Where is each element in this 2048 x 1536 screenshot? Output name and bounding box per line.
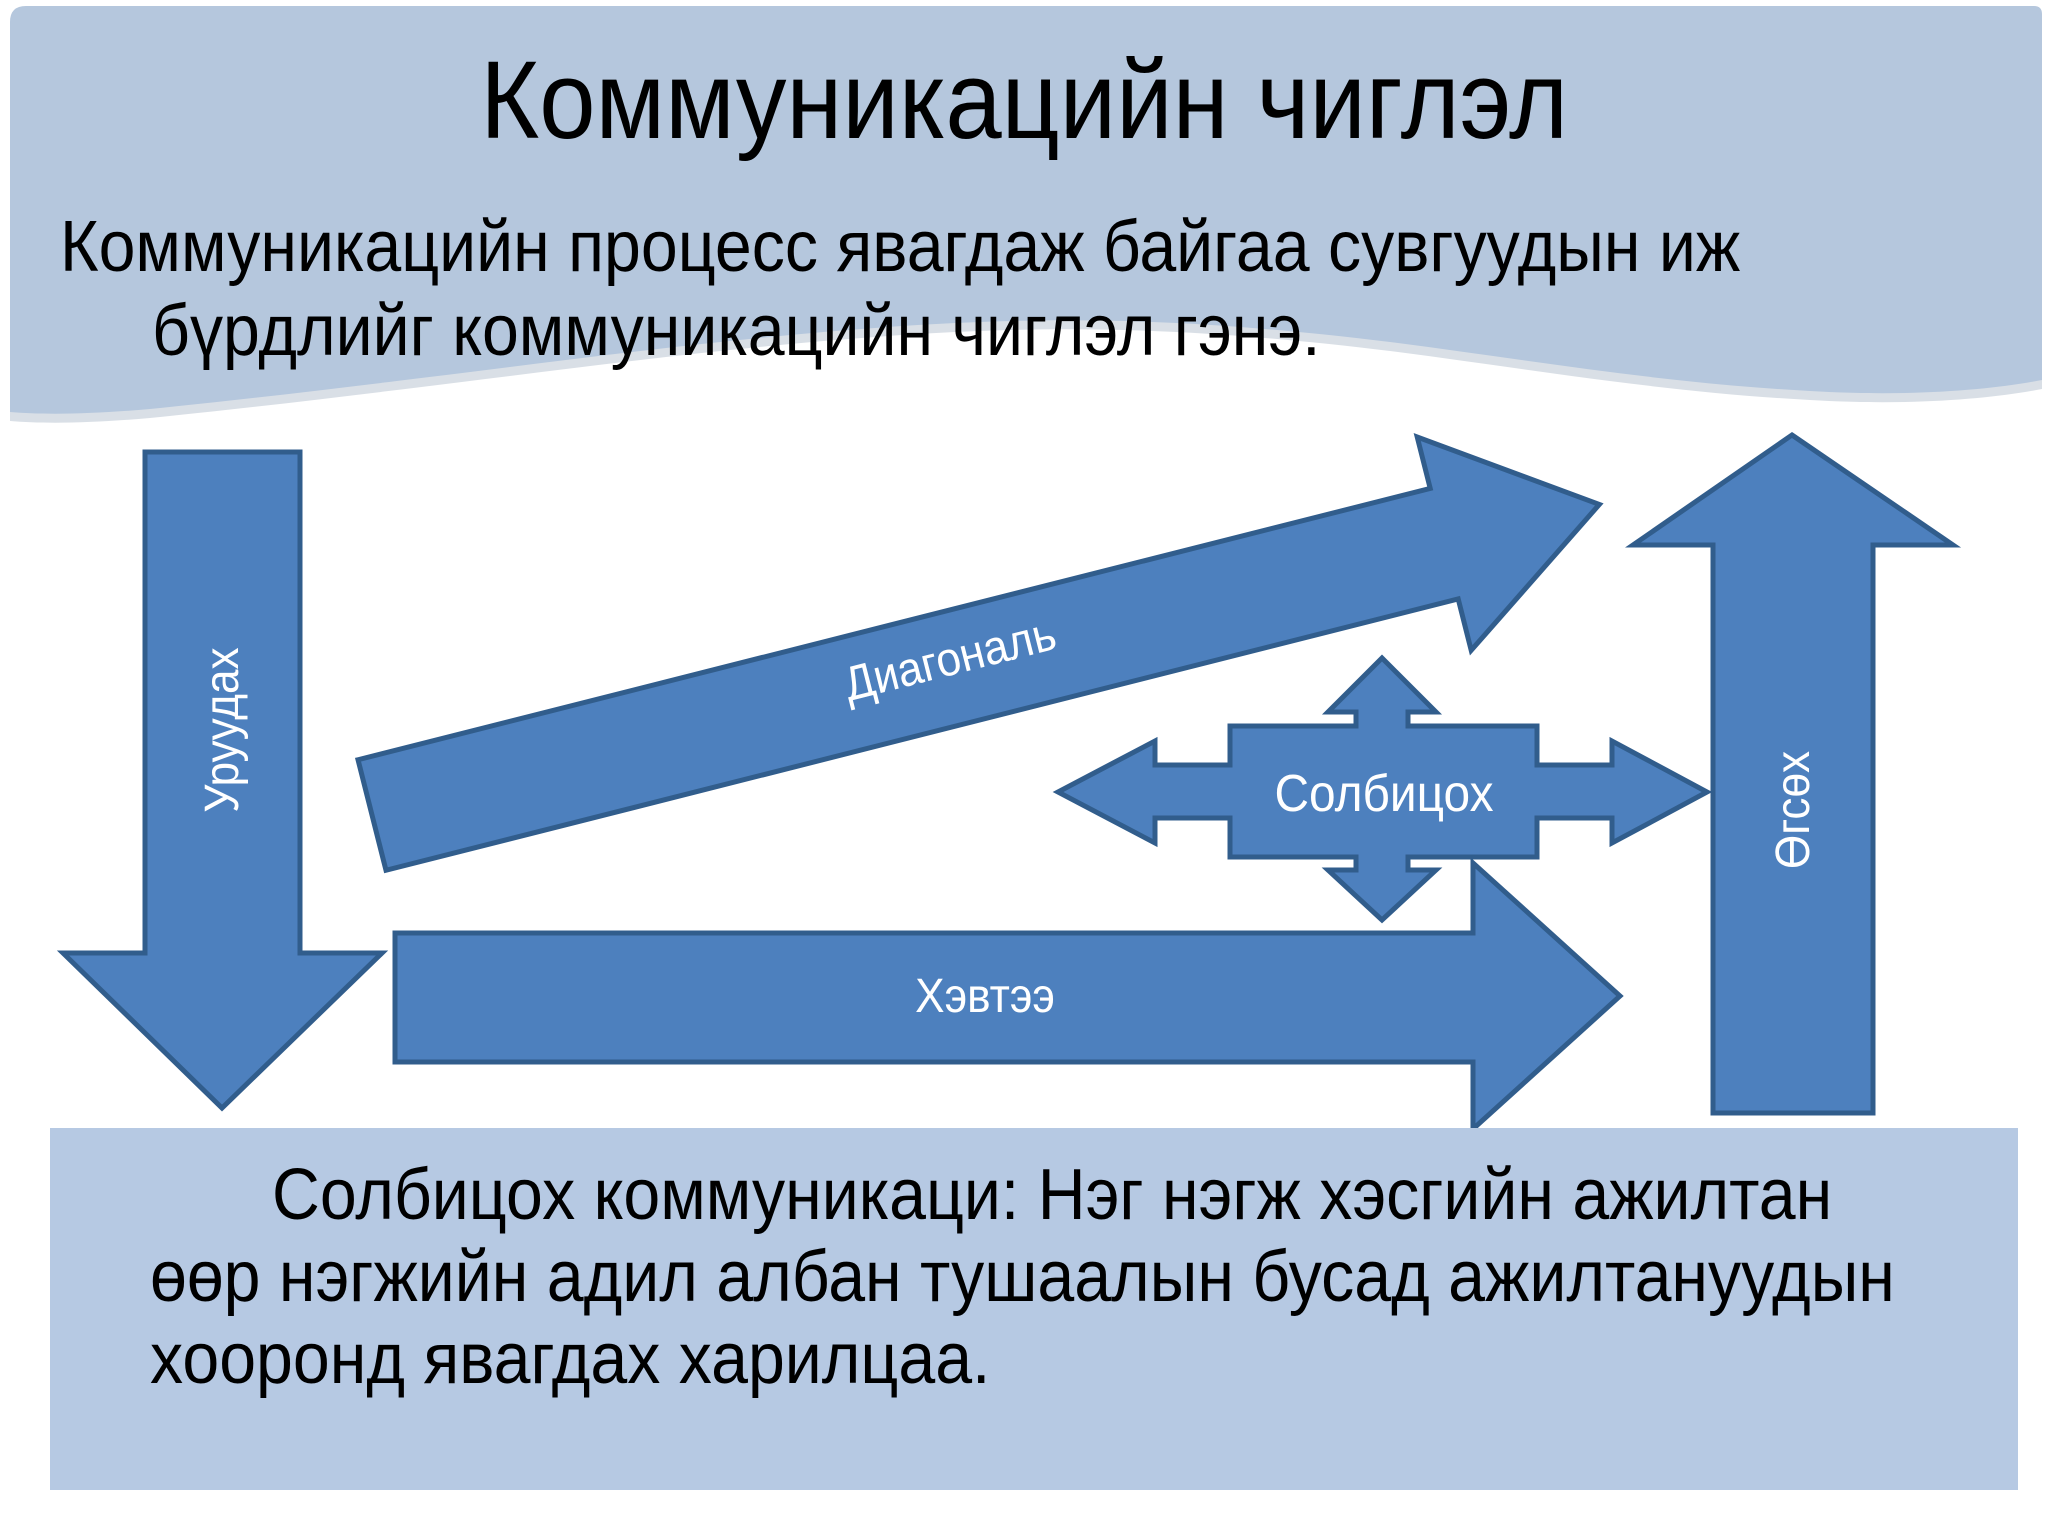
subtitle-line-1: Коммуникацийн процесс явагдаж байгаа сув… <box>60 207 1741 287</box>
slide-title-text: Коммуникацийн чиглэл <box>480 39 1568 162</box>
definition-box: Солбицох коммуникаци: Нэг нэгж хэсгийн а… <box>50 1128 2018 1490</box>
diagonal-arrow-shape <box>354 433 1604 874</box>
slide-subtitle: Коммуникацийн процесс явагдаж байгаа сув… <box>60 205 1886 373</box>
down-arrow-label: Уруудах <box>196 647 249 813</box>
cross-arrow-shape <box>1052 654 1713 924</box>
header-band <box>10 6 2042 414</box>
horizontal-arrow-label: Хэвтээ <box>915 970 1055 1023</box>
definition-line-1: Солбицох коммуникаци: Нэг нэгж хэсгийн а… <box>272 1155 1833 1235</box>
horizontal-arrow-shape <box>392 857 1624 1135</box>
down-arrow-shape <box>56 449 389 1112</box>
up-arrow-label: Өгсөх <box>1767 750 1820 870</box>
slide-title: Коммуникацийн чиглэл <box>0 38 2048 165</box>
subtitle-line-2: бүрдлийг коммуникацийн чиглэл гэнэ. <box>152 291 1321 371</box>
up-arrow-shape <box>1624 431 1962 1116</box>
cross-arrow-label: Солбицох <box>1274 765 1494 823</box>
definition-line-2: өөр нэгжийн адил албан тушаалын бусад аж… <box>150 1237 1895 1317</box>
definition-line-3: хооронд явагдах харилцаа. <box>150 1319 991 1399</box>
